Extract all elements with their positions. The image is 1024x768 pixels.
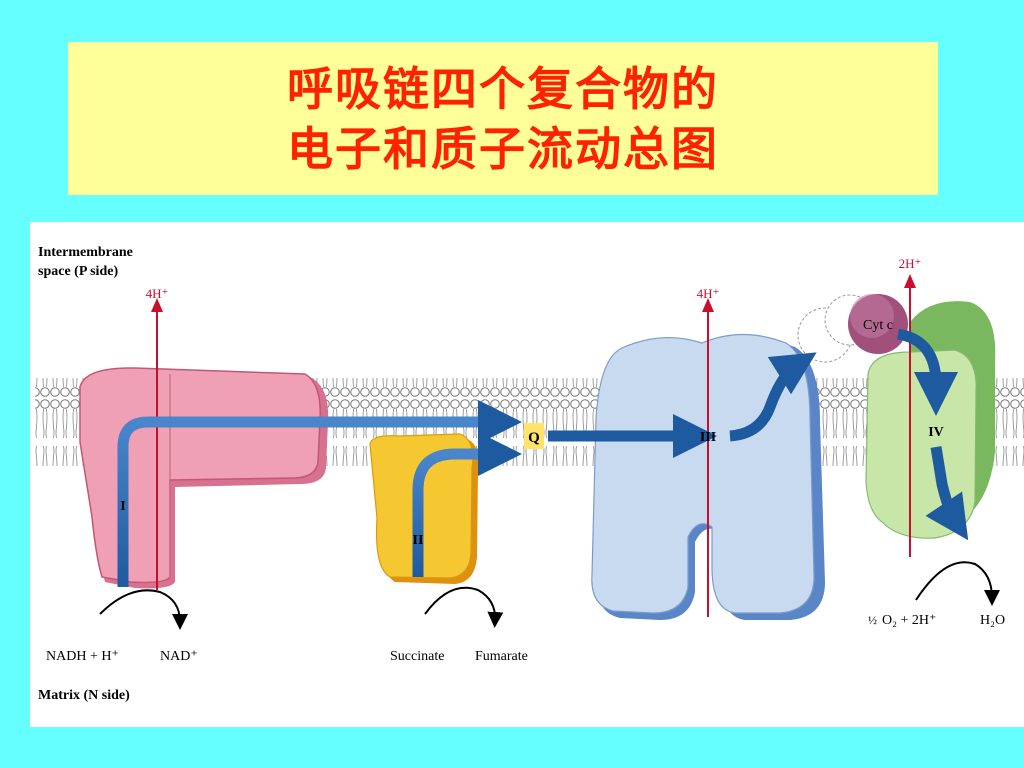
cyt-c-label: Cyt c (863, 318, 893, 333)
oxygen-protons-label: O₂ + 2H⁺ (882, 613, 936, 628)
proton-label-IV: 2H⁺ (899, 256, 922, 271)
intermembrane-label: Intermembrane (38, 245, 133, 260)
electron-arrow-cyt-c-to-IV (896, 328, 958, 416)
title-line-1: 呼吸链四个复合物的 (287, 61, 719, 116)
nad-label: NAD⁺ (160, 649, 198, 664)
complex-IV-label: IV (928, 425, 944, 440)
cyt-c: Cyt c (848, 294, 908, 354)
electron-arrow-III-to-cyt-c (729, 352, 817, 442)
complex-I-label: I (120, 499, 125, 514)
nadh-label: NADH + H⁺ (46, 649, 119, 664)
reaction-arrow-nadh (99, 589, 188, 630)
succinate-label: Succinate (390, 649, 444, 664)
reaction-arrow-succinate (424, 586, 504, 628)
complex-II-label: II (413, 533, 424, 548)
water-label: H₂O (980, 613, 1005, 628)
ubiquinone-label: Q (528, 430, 540, 446)
title-line-2: 电子和质子流动总图 (287, 121, 719, 176)
fumarate-label: Fumarate (475, 649, 528, 664)
matrix-label: Matrix (N side) (38, 688, 130, 703)
respiratory-chain-diagram: Intermembrane space (P side) Matrix (N s… (30, 222, 1024, 727)
proton-label-I: 4H⁺ (146, 286, 169, 301)
proton-label-III: 4H⁺ (697, 286, 720, 301)
half-label: ½ (868, 613, 877, 627)
reaction-arrow-oxygen (915, 561, 1000, 606)
electron-arrow-II-to-Q (412, 432, 522, 577)
title-box: 呼吸链四个复合物的 电子和质子流动总图 (68, 42, 938, 195)
electron-arrow-IV-to-O2 (925, 446, 969, 541)
intermembrane-side-label: space (P side) (38, 264, 118, 279)
electron-arrow-I-to-Q (117, 400, 522, 587)
ubiquinone-box (524, 423, 544, 449)
complex-III-label: III (700, 430, 716, 445)
